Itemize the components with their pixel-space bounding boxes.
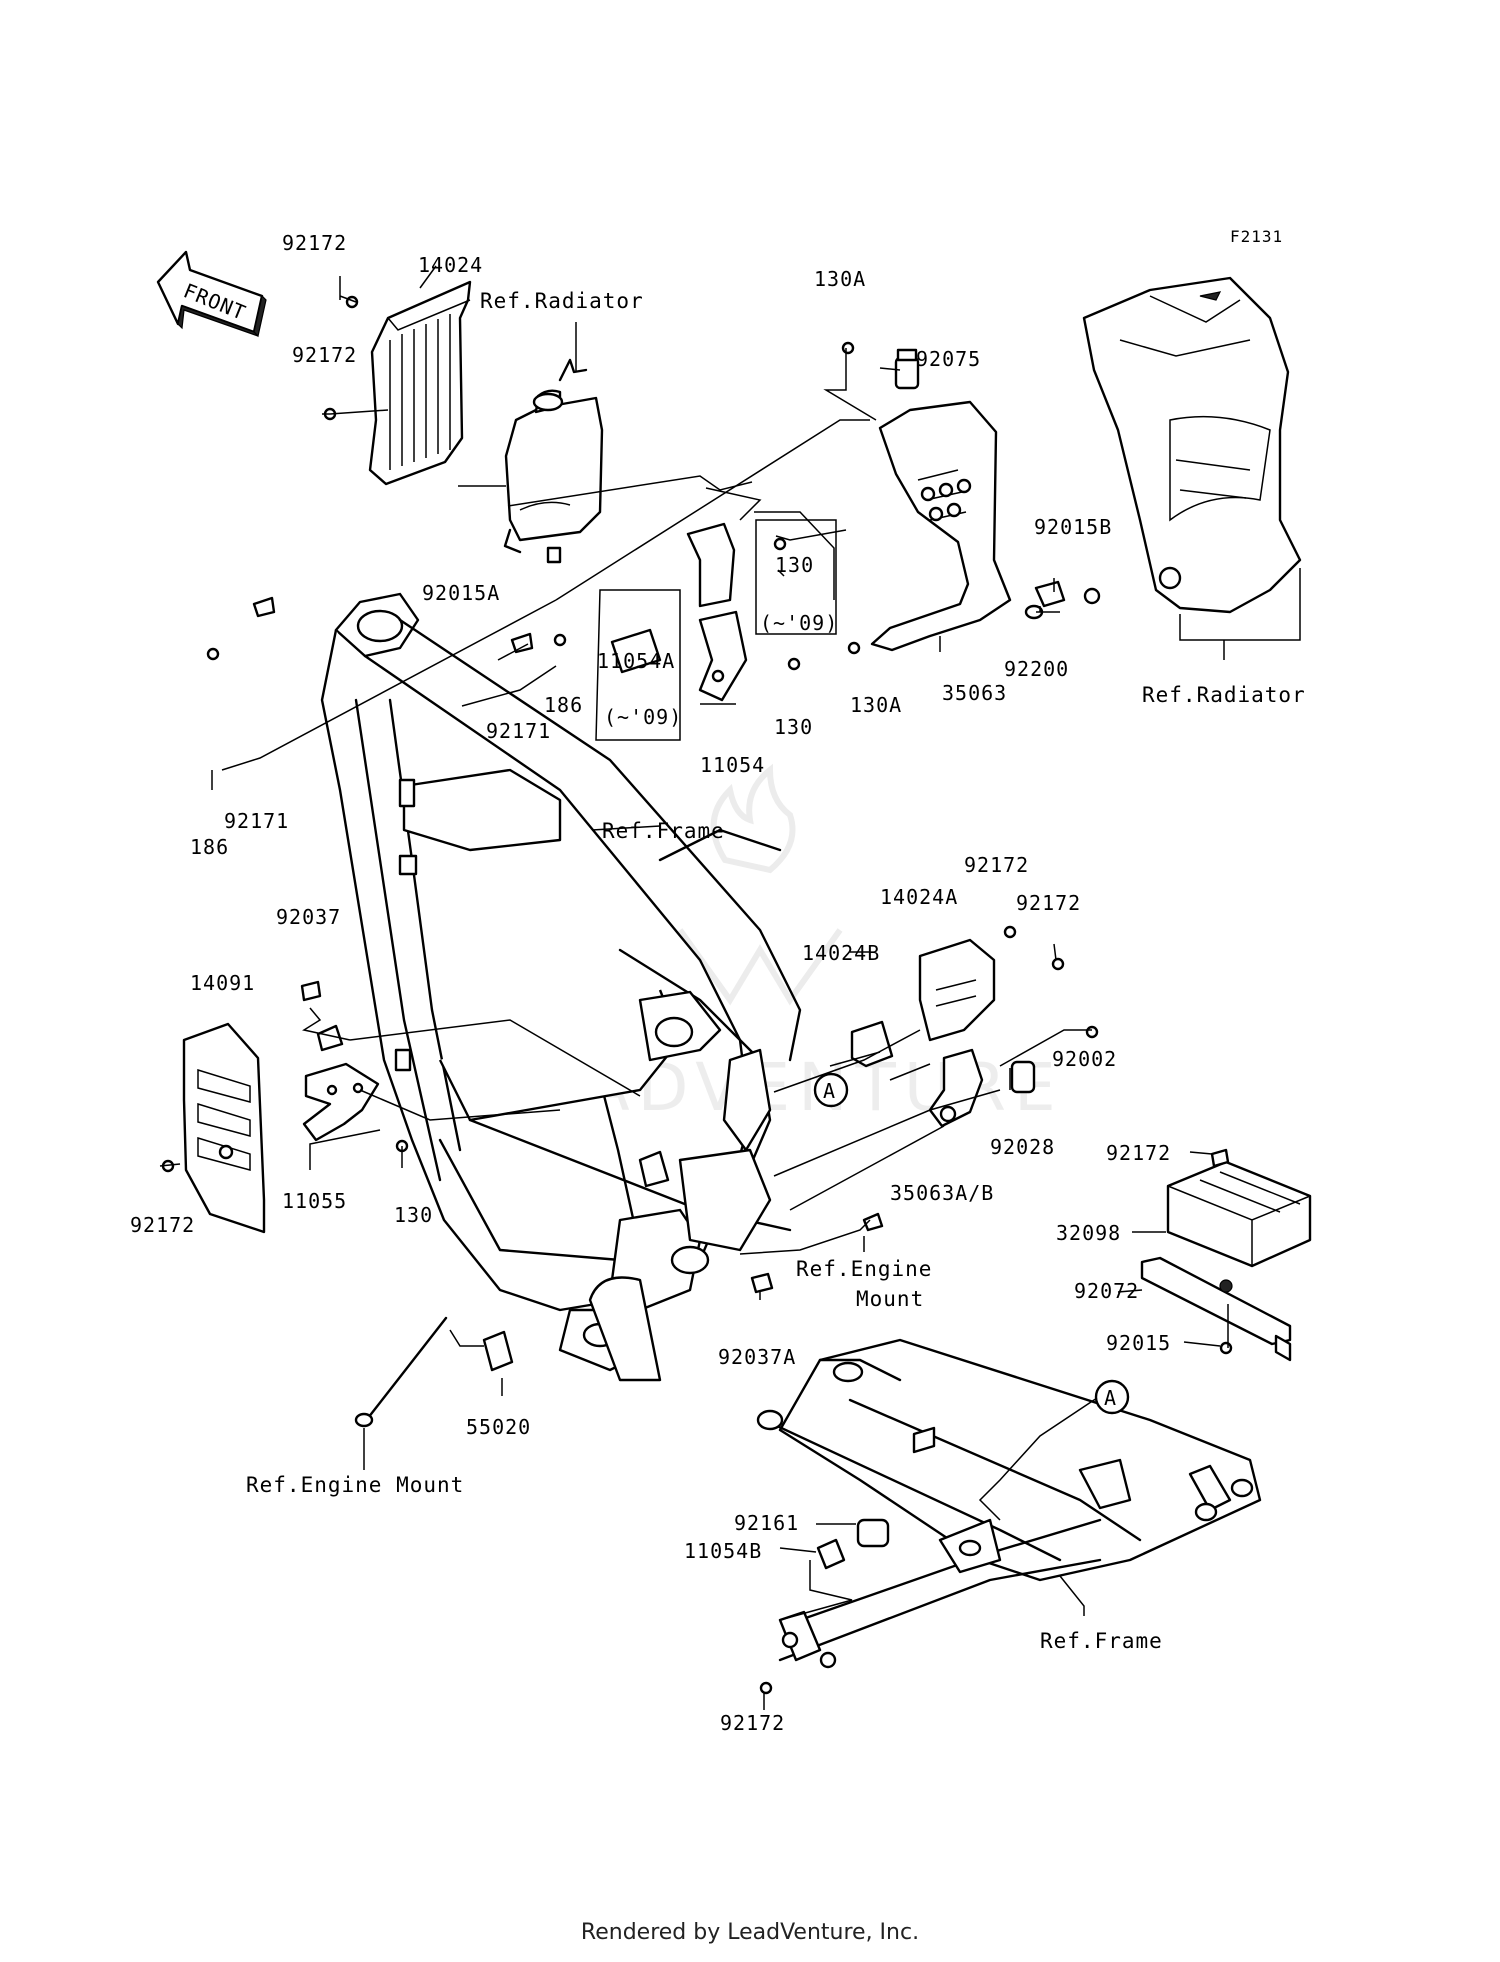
callout-92172: 92172 xyxy=(1106,1141,1171,1165)
callout-35063: 35063 xyxy=(942,681,1007,705)
callout-14091: 14091 xyxy=(190,971,255,995)
callout-92172: 92172 xyxy=(964,853,1029,877)
callout-11054b: 11054B xyxy=(684,1539,762,1563)
callout-55020: 55020 xyxy=(466,1415,531,1439)
callout-92075: 92075 xyxy=(916,347,981,371)
callout-11055: 11055 xyxy=(282,1189,347,1213)
callout-130a: 130A xyxy=(850,693,902,717)
callout-130a: 130A xyxy=(814,267,866,291)
callout-92002: 92002 xyxy=(1052,1047,1117,1071)
bracket-11054 xyxy=(610,522,748,702)
callout-92171: 92171 xyxy=(486,719,551,743)
callout-92172: 92172 xyxy=(282,231,347,255)
callout-92172: 92172 xyxy=(292,343,357,367)
callout-14024b: 14024B xyxy=(802,941,880,965)
callout-92161: 92161 xyxy=(734,1511,799,1535)
callout-130-year: (~'09) xyxy=(760,611,838,635)
callout-11054a-year: (~'09) xyxy=(604,705,682,729)
callout-92037a: 92037A xyxy=(718,1345,796,1369)
front-arrow-icon: FRONT xyxy=(156,250,267,338)
callout-11054: 11054 xyxy=(700,753,765,777)
ref-marker-a xyxy=(813,1072,849,1108)
watermark-logo xyxy=(677,763,843,1006)
figure-code: F2131 xyxy=(1230,227,1283,246)
callout-130: 130 xyxy=(775,553,814,577)
callout-92072: 92072 xyxy=(1074,1279,1139,1303)
engine-guard-14024A xyxy=(850,938,1036,1128)
callout-92015a: 92015A xyxy=(422,581,500,605)
callout-ref-engine: Ref.Engine xyxy=(796,1257,932,1281)
callout-92172: 92172 xyxy=(130,1213,195,1237)
callout-a: A xyxy=(1104,1386,1117,1410)
battery-case-32098 xyxy=(1140,1160,1312,1362)
callout-92172: 92172 xyxy=(1016,891,1081,915)
callout-a: A xyxy=(823,1079,836,1103)
callout-ref-radiator: Ref.Radiator xyxy=(1142,683,1306,707)
radiator-cover xyxy=(1024,276,1302,620)
callout-130: 130 xyxy=(774,715,813,739)
callout-mount: Mount xyxy=(856,1287,924,1311)
callout-ref-radiator: Ref.Radiator xyxy=(480,289,644,313)
callout-92015b: 92015B xyxy=(1034,515,1112,539)
callout-14024a: 14024A xyxy=(880,885,958,909)
callout-14024: 14024 xyxy=(418,253,483,277)
callout-92037: 92037 xyxy=(276,905,341,929)
callout-92015: 92015 xyxy=(1106,1331,1171,1355)
callout-92200: 92200 xyxy=(1004,657,1069,681)
callout-ref-frame: Ref.Frame xyxy=(1040,1629,1163,1653)
radiator-reservoir xyxy=(503,358,604,564)
main-frame xyxy=(320,592,802,1382)
ref-marker-a xyxy=(1094,1379,1130,1415)
callout-186: 186 xyxy=(190,835,229,859)
callout-130: 130 xyxy=(394,1203,433,1227)
callout-92172: 92172 xyxy=(720,1711,785,1735)
callout-32098: 32098 xyxy=(1056,1221,1121,1245)
sub-frame xyxy=(756,1338,1262,1669)
callout-ref-engine-mount: Ref.Engine Mount xyxy=(246,1473,464,1497)
callouts: 92172 14024 Ref.Radiator 92172 130A 9207… xyxy=(130,231,1306,1735)
frame-guard-14091 xyxy=(182,1022,266,1234)
callout-35063a-b: 35063A/B xyxy=(890,1181,994,1205)
callout-ref-frame: Ref.Frame xyxy=(602,819,725,843)
bracket-11055 xyxy=(302,1024,380,1142)
bracket-35063 xyxy=(870,348,1012,652)
footer-credit: Rendered by LeadVenture, Inc. xyxy=(580,1920,920,1945)
radiator-guard-14024 xyxy=(323,280,472,486)
callout-186: 186 xyxy=(544,693,583,717)
leader-lines xyxy=(159,265,1301,1710)
callout-92171: 92171 xyxy=(224,809,289,833)
callout-92028: 92028 xyxy=(990,1135,1055,1159)
callout-11054a: 11054A xyxy=(597,649,675,673)
